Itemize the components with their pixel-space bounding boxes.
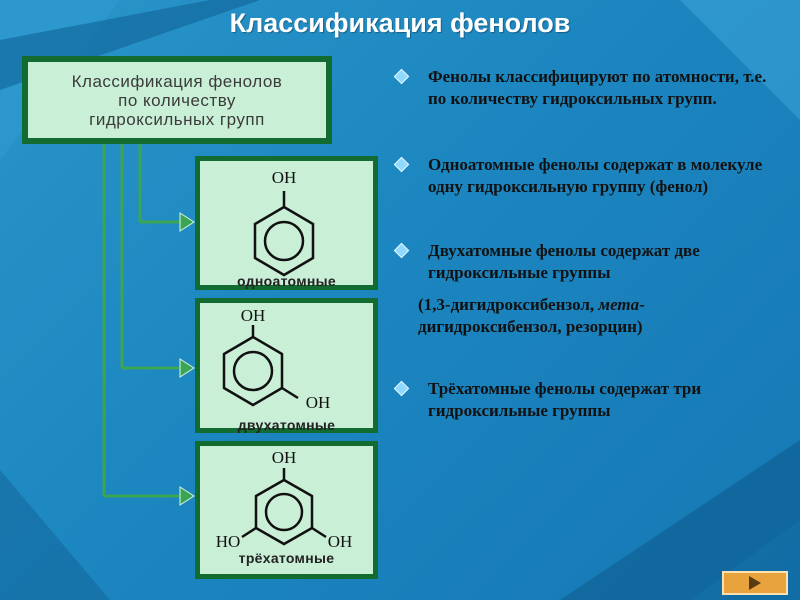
card-label-trihydric: трёхатомные bbox=[238, 550, 335, 566]
bullet-item: Трёхатомные фенолы содержат три гидрокси… bbox=[390, 378, 785, 422]
resorcinol-structure-icon: OH OH bbox=[222, 306, 331, 412]
classification-header-box: Классификация фенолов по количеству гидр… bbox=[22, 56, 332, 144]
next-slide-button[interactable] bbox=[722, 571, 788, 595]
oh-label: OH bbox=[241, 306, 266, 325]
classification-line-2: по количеству bbox=[118, 90, 236, 110]
phloroglucinol-structure-icon: OH HO OH bbox=[216, 448, 353, 551]
bullet-text: Двухатомные фенолы содержат две гидрокси… bbox=[428, 241, 700, 282]
card-label-monohydric: одноатомные bbox=[237, 273, 336, 289]
bullet-text: Фенолы классифицируют по атомности, т.е.… bbox=[428, 67, 767, 108]
card-label-dihydric: двухатомные bbox=[237, 417, 336, 433]
classification-line-1: Классификация фенолов bbox=[71, 71, 283, 91]
classification-line-3: гидроксильных групп bbox=[89, 109, 265, 129]
oh-label: OH bbox=[272, 168, 297, 187]
oh-label: OH bbox=[328, 532, 353, 551]
card-trihydric: OH HO OH трёхатомные bbox=[195, 441, 378, 579]
arrow-head-icon bbox=[179, 212, 195, 232]
classification-header-text: Классификация фенолов по количеству гидр… bbox=[72, 72, 283, 129]
note-part-2: -дигидроксибензол, резорцин) bbox=[418, 295, 645, 336]
oh-label: OH bbox=[306, 393, 331, 412]
bullet-list: Фенолы классифицируют по атомности, т.е.… bbox=[390, 66, 785, 422]
diamond-bullet-icon bbox=[393, 380, 410, 397]
bullet-item: Фенолы классифицируют по атомности, т.е.… bbox=[390, 66, 785, 110]
note-italic: мета bbox=[598, 295, 640, 314]
bullet-item: Одноатомные фенолы содержат в молекуле о… bbox=[390, 154, 785, 198]
bullet-text: Одноатомные фенолы содержат в молекуле о… bbox=[428, 155, 763, 196]
card-monohydric: OH одноатомные bbox=[195, 156, 378, 290]
resorcinol-note: (1,3-дигидроксибензол, мета-дигидроксибе… bbox=[390, 294, 785, 338]
oh-label: OH bbox=[272, 448, 297, 467]
ho-label: HO bbox=[216, 532, 241, 551]
phenol-structure-icon: OH bbox=[253, 168, 315, 277]
diamond-bullet-icon bbox=[393, 242, 410, 259]
diamond-bullet-icon bbox=[393, 156, 410, 173]
diamond-bullet-icon bbox=[393, 68, 410, 85]
arrow-head-icon bbox=[179, 358, 195, 378]
slide-title: Классификация фенолов bbox=[229, 8, 571, 38]
note-part-1: (1,3-дигидроксибензол, bbox=[418, 295, 599, 314]
arrow-head-icon bbox=[179, 486, 195, 506]
bullet-text: Трёхатомные фенолы содержат три гидрокси… bbox=[428, 379, 702, 420]
card-dihydric: OH OH двухатомные bbox=[195, 298, 378, 433]
next-slide-arrow-icon bbox=[749, 576, 761, 590]
bullet-item: Двухатомные фенолы содержат две гидрокси… bbox=[390, 240, 785, 284]
